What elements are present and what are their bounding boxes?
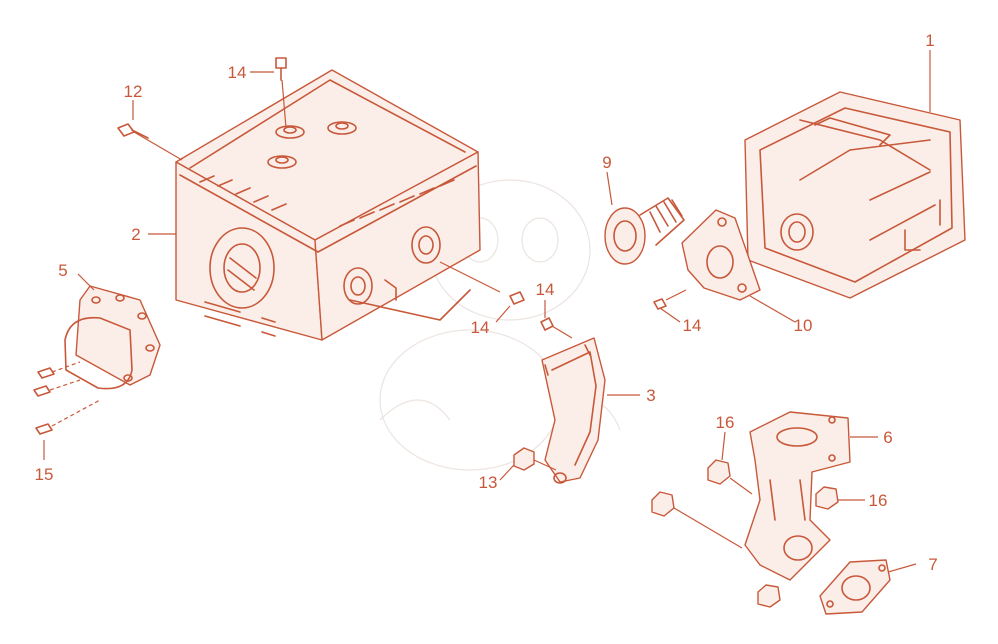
label-part-14-gasket: 14 (683, 316, 702, 335)
label-part-16-top: 16 (716, 413, 735, 432)
label-part-15: 15 (35, 465, 54, 484)
part-16-nut-lower (651, 491, 743, 549)
part-14-bolt-bracket (540, 317, 573, 339)
label-part-13: 13 (479, 473, 498, 492)
label-part-14-top: 14 (228, 63, 247, 82)
part-14-bolt-gasket (653, 289, 687, 310)
part-9-valve (604, 197, 685, 265)
part-13-nut (513, 447, 557, 471)
label-part-16-right: 16 (869, 491, 888, 510)
part-6-elbow (744, 411, 851, 581)
part-16-nut-bottom (757, 584, 781, 608)
label-part-5: 5 (58, 261, 67, 280)
part-14-bolt-housing (439, 261, 525, 305)
label-part-1: 1 (925, 31, 934, 50)
label-part-2: 2 (131, 225, 140, 244)
label-part-3: 3 (646, 386, 655, 405)
label-part-14-bracket: 14 (536, 280, 555, 299)
label-leaders (43, 50, 931, 573)
part-16-nut-right (815, 486, 839, 510)
label-part-10: 10 (794, 316, 813, 335)
part-3-bracket (541, 337, 606, 484)
part-1-cover (744, 91, 966, 299)
label-part-9: 9 (602, 153, 611, 172)
part-7-gasket (819, 559, 891, 615)
part-5-end-cap (64, 285, 161, 390)
label-part-6: 6 (883, 428, 892, 447)
part-labels: 1 2 3 5 6 7 9 10 12 13 14 14 14 14 15 16… (35, 31, 938, 574)
part-2-housing (175, 69, 481, 341)
part-10-gasket (681, 209, 761, 301)
part-14-bolt-top (275, 57, 287, 129)
part-15-screws (33, 361, 101, 435)
part-16-nut-left (707, 459, 753, 495)
label-part-12: 12 (124, 82, 143, 101)
label-part-7: 7 (928, 555, 937, 574)
label-part-14-housing: 14 (471, 318, 490, 337)
part-12-bolt (117, 123, 183, 161)
